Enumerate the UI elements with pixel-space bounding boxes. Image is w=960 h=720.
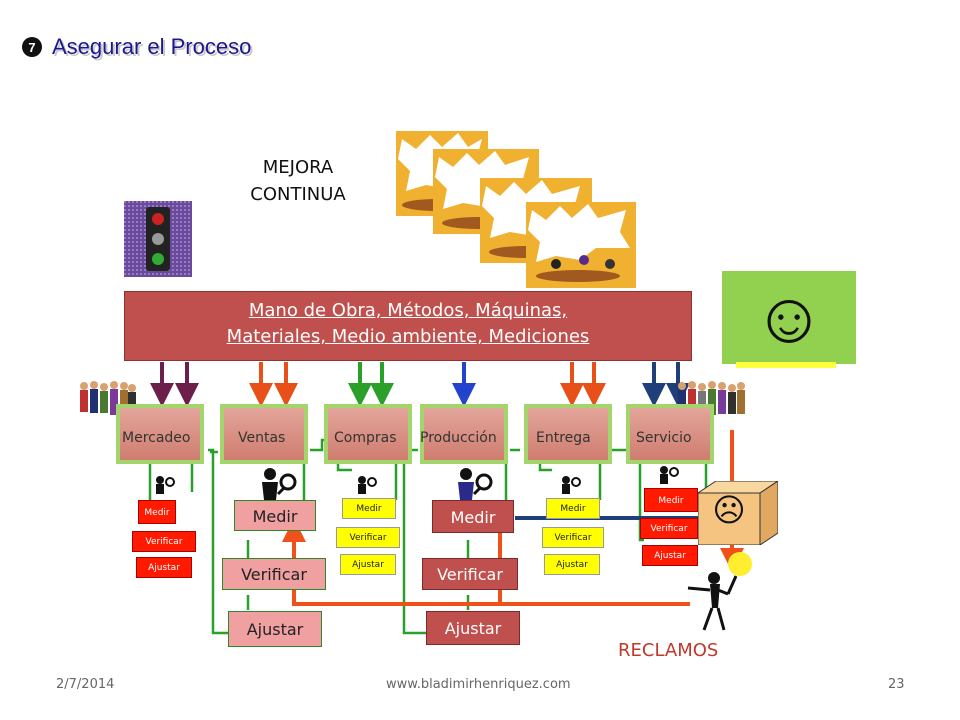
footer-url: www.bladimirhenriquez.com xyxy=(386,677,571,692)
customers-group-icon-right xyxy=(678,381,745,415)
stage-box-servicio xyxy=(626,404,714,464)
meeting-card-4 xyxy=(526,202,636,288)
footer-page-number: 23 xyxy=(888,677,905,692)
footer-date: 2/7/2014 xyxy=(56,677,115,692)
compras-verificar: Verificar xyxy=(336,527,400,548)
meeting-cards-icon xyxy=(396,131,636,288)
inspector-icon xyxy=(358,476,377,494)
inspector-large-icon xyxy=(458,468,493,500)
stage-label-entrega: Entrega xyxy=(536,430,591,446)
stage-box-mercadeo xyxy=(116,404,204,464)
servicio-ajustar: Ajustar xyxy=(642,545,698,566)
reclamos-label: RECLAMOS xyxy=(618,640,719,661)
ventas-verificar: Verificar xyxy=(222,558,326,590)
factor-arrows xyxy=(150,362,690,407)
mejora-continua-label: MEJORA CONTINUA xyxy=(236,154,360,208)
smile-box-shadow xyxy=(736,362,836,368)
servicio-medir: Medir xyxy=(644,488,698,512)
slide-title: Asegurar el Proceso xyxy=(52,34,252,59)
customers-group-icon-left xyxy=(80,381,136,415)
stage-label-compras: Compras xyxy=(334,430,397,446)
produccion-verificar: Verificar xyxy=(422,558,518,590)
stage-label-produccion: Producción xyxy=(420,430,497,446)
stage-box-entrega xyxy=(524,404,612,464)
inspector-icon xyxy=(562,476,581,494)
compras-ajustar: Ajustar xyxy=(340,554,396,575)
complaint-box: ☹ xyxy=(698,481,778,545)
produccion-medir: Medir xyxy=(432,500,514,533)
mercadeo-verificar: Verificar xyxy=(132,531,196,552)
inspector-icon xyxy=(660,466,679,484)
complaining-person-icon xyxy=(687,552,752,631)
factors-line1: Mano de Obra, Métodos, Máquinas, xyxy=(248,300,568,321)
slide-header: 7 Asegurar el Proceso xyxy=(22,34,251,60)
mercadeo-ajustar: Ajustar xyxy=(136,557,192,578)
produccion-ajustar: Ajustar xyxy=(426,611,520,645)
entrega-verificar: Verificar xyxy=(542,527,604,548)
svg-text:☹: ☹ xyxy=(712,491,745,529)
inspector-large-icon xyxy=(262,468,297,500)
stage-label-servicio: Servicio xyxy=(636,430,692,446)
traffic-light-icon xyxy=(124,201,192,277)
mejora-line1: MEJORA xyxy=(262,157,334,178)
smiley-face-icon: ☺ xyxy=(752,277,826,358)
entrega-medir: Medir xyxy=(546,498,600,519)
compras-medir: Medir xyxy=(342,498,396,519)
factors-box: Mano de Obra, Métodos, Máquinas, Materia… xyxy=(124,291,692,361)
ventas-medir: Medir xyxy=(234,500,316,531)
servicio-verificar: Verificar xyxy=(640,518,698,539)
satisfied-customer-box: ☺ xyxy=(722,271,856,364)
sad-face-icon: ☹ xyxy=(712,491,745,529)
factors-line2: Materiales, Medio ambiente, Mediciones xyxy=(226,326,590,347)
ventas-ajustar: Ajustar xyxy=(228,611,322,647)
entrega-ajustar: Ajustar xyxy=(544,554,600,575)
stage-label-ventas: Ventas xyxy=(238,430,286,446)
numbered-bullet-icon: 7 xyxy=(22,37,42,57)
stage-box-ventas xyxy=(220,404,308,464)
inspector-icon xyxy=(156,476,175,494)
stage-label-mercadeo: Mercadeo xyxy=(122,430,191,446)
stage-box-compras xyxy=(324,404,412,464)
mejora-line2: CONTINUA xyxy=(250,184,346,205)
mercadeo-medir: Medir xyxy=(138,500,176,524)
stage-box-produccion xyxy=(420,404,508,464)
